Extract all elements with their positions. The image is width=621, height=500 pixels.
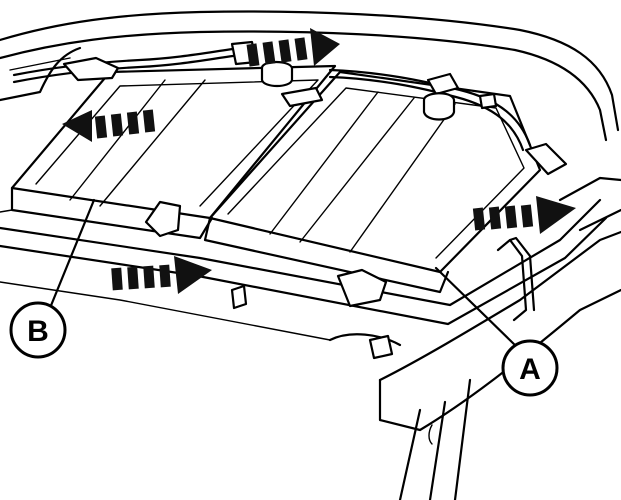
callout-a: A — [501, 339, 559, 397]
arrow-left — [62, 109, 156, 142]
stud-right — [478, 92, 498, 110]
leader-line-a — [434, 266, 520, 350]
callout-b: B — [9, 301, 67, 359]
body-rails — [0, 176, 621, 432]
latch-right — [524, 142, 568, 176]
arrow-bottom-left — [111, 256, 212, 294]
door-post — [398, 378, 472, 500]
knob-center — [260, 60, 294, 88]
stud-post — [368, 334, 394, 360]
latch-lower-left — [144, 200, 182, 238]
callout-b-label: B — [27, 315, 49, 348]
latch-lower-center — [336, 268, 388, 308]
latch-top-right — [426, 72, 460, 96]
knob-right — [422, 92, 456, 121]
leader-lines — [48, 198, 520, 350]
arrow-top-right — [246, 28, 340, 67]
latch-center — [280, 86, 324, 108]
panel-b — [0, 64, 337, 240]
callout-a-label: A — [519, 353, 541, 386]
stud-lower — [230, 284, 248, 310]
leader-line-b — [48, 198, 96, 310]
latch-top-left — [62, 56, 120, 82]
arrow-right — [472, 196, 576, 234]
handle-right — [496, 238, 528, 322]
latches — [62, 40, 568, 360]
